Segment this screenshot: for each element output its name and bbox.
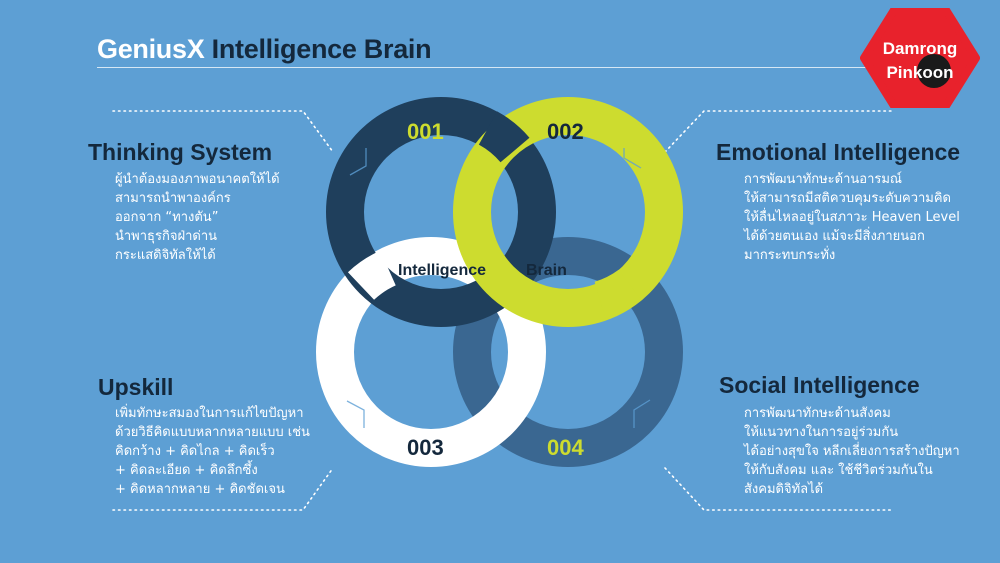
ring-label-003: 003 (407, 435, 444, 460)
ring-001-overlap (478, 111, 530, 163)
page-title: GeniusX Intelligence Brain (97, 34, 432, 65)
text-line: สังคมดิจิทัลได้ (744, 482, 824, 497)
ring-label-002: 002 (547, 119, 584, 144)
ring-label-001: 001 (407, 119, 444, 144)
hexagon-badge-icon (860, 8, 980, 108)
text-line: ได้ด้วยตนเอง แม้จะมีสิ่งภายนอก (744, 229, 925, 244)
emotional-intelligence-text: การพัฒนาทักษะด้านอารมณ์ ให้สามารถมีสติคว… (744, 170, 960, 265)
title-underline (97, 67, 867, 68)
text-line: ได้อย่างสุขใจ หลีกเลี่ยงการสร้างปัญหา (744, 444, 960, 459)
social-intelligence-text: การพัฒนาทักษะด้านสังคม ให้แนวทางในการอยู… (744, 404, 960, 499)
author-logo: Damrong Pinkoon (860, 8, 980, 108)
ring-001 (326, 97, 556, 327)
thinking-system-heading: Thinking System (88, 139, 273, 165)
text-line: ออกจาก “ทางตัน” (115, 210, 219, 225)
text-line: ให้ลื่นไหลอยู่ในสภาวะ Heaven Level (744, 210, 960, 225)
text-line: ให้แนวทางในการอยู่ร่วมกัน (744, 425, 899, 440)
ring-label-004: 004 (547, 435, 584, 460)
ring-003-overlap (347, 250, 397, 301)
upskill-text: เพิ่มทักษะสมองในการแก้ไขปัญหา ด้วยวิธีคิ… (115, 404, 310, 499)
text-line: เพิ่มทักษะสมองในการแก้ไขปัญหา (115, 406, 304, 421)
text-line: สามารถนำพาองค์กร (115, 191, 231, 206)
logo-line-2: Pinkoon (886, 63, 954, 82)
thinking-system-text: ผู้นำต้องมองภาพอนาคตให้ได้ สามารถนำพาองค… (115, 170, 280, 265)
social-intelligence-heading: Social Intelligence (719, 372, 920, 398)
upskill-heading: Upskill (98, 374, 174, 400)
ring-002-overlap (593, 269, 642, 319)
text-line: ผู้นำต้องมองภาพอนาคตให้ได้ (115, 172, 280, 187)
text-line: + คิดหลากหลาย + คิดชัดเจน (115, 482, 285, 497)
ring-004 (453, 237, 683, 467)
logo-line-1: Damrong (882, 39, 958, 58)
ring-002 (453, 97, 683, 327)
text-line: การพัฒนาทักษะด้านสังคม (744, 406, 891, 421)
ring-003 (316, 237, 546, 467)
title-brand: GeniusX (97, 34, 205, 64)
center-label-intelligence: Intelligence (398, 262, 487, 279)
text-line: คิดกว้าง + คิดไกล + คิดเร็ว (115, 444, 275, 459)
connector-social (664, 467, 894, 511)
text-line: นำพาธุรกิจฝ่าด่าน (115, 229, 218, 244)
text-line: ด้วยวิธีคิดแบบหลากหลายแบบ เช่น (115, 425, 310, 440)
text-line: ให้สามารถมีสติควบคุมระดับความคิด (744, 191, 951, 206)
text-line: มากระทบกระทั่ง (744, 248, 836, 263)
text-line: การพัฒนาทักษะด้านอารมณ์ (744, 172, 902, 187)
ring-tick-marks (346, 148, 651, 428)
text-line: ให้กับสังคม และ ใช้ชีวิตร่วมกันใน (744, 463, 933, 478)
connector-emotional (664, 110, 894, 153)
title-rest: Intelligence Brain (211, 34, 432, 64)
emotional-intelligence-heading: Emotional Intelligence (716, 139, 961, 165)
text-line: กระแสดิจิทัลให้ได้ (115, 248, 216, 263)
center-label-brain: Brain (526, 262, 567, 279)
text-line: + คิดละเอียด + คิดลึกซึ้ง (115, 463, 258, 478)
